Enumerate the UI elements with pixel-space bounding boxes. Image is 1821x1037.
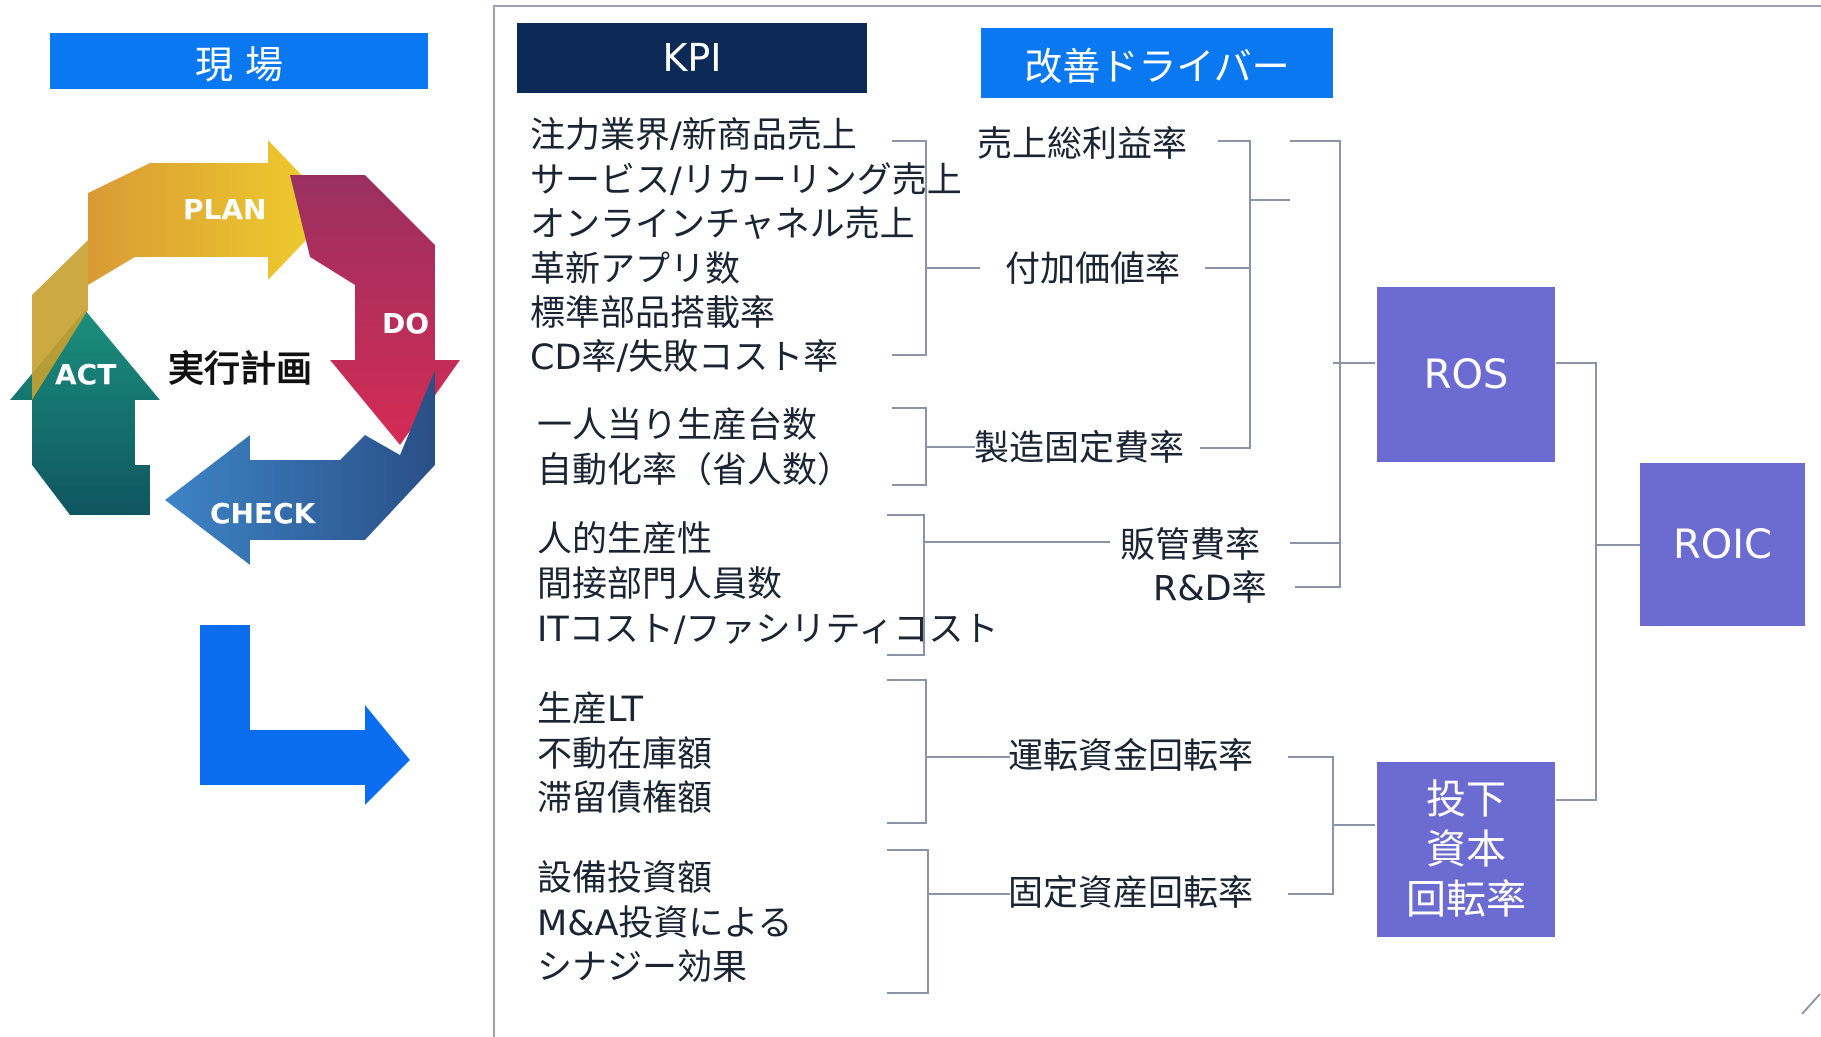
kpi-item: 注力業界/新商品売上 <box>530 116 857 156</box>
plan-arrow <box>88 140 335 285</box>
genba-header: 現 場 <box>50 33 428 89</box>
kpi-item: 滞留債権額 <box>537 779 713 819</box>
driver-rnd: R&D率 <box>1153 569 1267 609</box>
kpi-item: 人的生産性 <box>537 520 713 560</box>
ros-box: ROS <box>1377 287 1555 462</box>
do-arrow <box>290 175 460 445</box>
capital-turnover-line: 回転率 <box>1406 876 1526 923</box>
driver-gross-margin: 売上総利益率 <box>977 125 1188 165</box>
do-label: DO <box>382 307 430 340</box>
driver-sga: 販管費率 <box>1120 526 1261 566</box>
kpi-item: 設備投資額 <box>537 859 713 899</box>
driver-value-added: 付加価値率 <box>1005 250 1181 290</box>
capital-turnover-line: 資本 <box>1426 826 1506 873</box>
kpi-item: 一人当り生産台数 <box>537 406 818 446</box>
driver-fixed-mfg-cost: 製造固定費率 <box>974 429 1185 469</box>
check-arrow <box>165 370 435 565</box>
main-panel <box>493 5 1821 1037</box>
kpi-item: 革新アプリ数 <box>530 250 741 290</box>
ros-label: ROS <box>1423 351 1509 398</box>
capital-turnover-line: 投下 <box>1426 776 1506 823</box>
corner-mark <box>1801 993 1821 1015</box>
roic-label: ROIC <box>1672 521 1772 568</box>
check-label: CHECK <box>210 497 316 530</box>
driver-header: 改善ドライバー <box>981 28 1333 98</box>
flow-arrow <box>200 625 410 805</box>
kpi-item: M&A投資による <box>537 904 793 944</box>
kpi-item: CD率/失敗コスト率 <box>530 338 839 378</box>
roic-box: ROIC <box>1640 463 1805 626</box>
driver-working-capital: 運転資金回転率 <box>1008 737 1254 777</box>
kpi-item: 自動化率（省人数） <box>537 451 853 491</box>
kpi-item: 標準部品搭載率 <box>530 294 776 334</box>
kpi-item: 間接部門人員数 <box>537 565 783 605</box>
driver-header-label: 改善ドライバー <box>1024 44 1290 89</box>
kpi-header: KPI <box>517 23 867 93</box>
kpi-item: 不動在庫額 <box>537 735 713 775</box>
pdca-cycle-graphic <box>10 140 460 565</box>
plan-label: PLAN <box>183 193 267 226</box>
cycle-center-label: 実行計画 <box>168 349 313 390</box>
driver-fixed-asset: 固定資産回転率 <box>1008 874 1254 914</box>
kpi-item: サービス/リカーリング売上 <box>530 161 962 201</box>
genba-label: 現 場 <box>194 42 284 87</box>
kpi-item: 生産LT <box>537 690 644 730</box>
kpi-item: オンラインチャネル売上 <box>530 205 915 245</box>
kpi-header-label: KPI <box>662 36 722 80</box>
capital-turnover-box: 投下 資本 回転率 <box>1377 762 1555 937</box>
connector-lines <box>887 140 1640 994</box>
kpi-item: ITコスト/ファシリティコスト <box>537 610 999 650</box>
kpi-item: シナジー効果 <box>537 948 748 988</box>
act-label: ACT <box>55 358 117 391</box>
